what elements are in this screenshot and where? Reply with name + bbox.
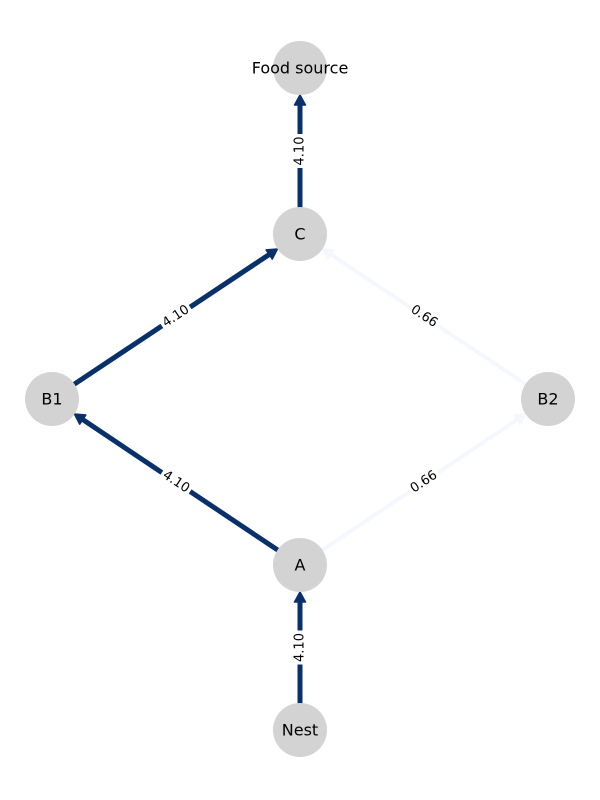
node-circle	[25, 372, 79, 426]
arrowhead-C-to-food	[293, 94, 307, 106]
node-c: C	[273, 207, 327, 261]
edge-label-background	[404, 299, 444, 334]
node-circle	[273, 207, 327, 261]
node-b1: B1	[25, 372, 79, 426]
arrowhead-B2-to-C	[321, 248, 335, 260]
edge-weight-label: 4.10	[291, 134, 309, 168]
edge-label-background	[156, 465, 196, 499]
node-circle	[273, 703, 327, 757]
edge-weight-label: 0.66	[404, 465, 444, 499]
edge-label-background	[404, 465, 444, 499]
node-circle	[521, 372, 575, 426]
edge-label-background	[156, 299, 196, 334]
node-circle	[273, 41, 327, 95]
edge-labels-layer: 4.104.104.104.100.660.66	[156, 134, 444, 665]
arrowhead-B1-to-C	[265, 248, 279, 260]
edge-label-background	[291, 134, 309, 168]
edge-label-background	[291, 630, 309, 665]
node-label: B2	[537, 390, 558, 409]
node-label: C	[294, 225, 305, 244]
node-b2: B2	[521, 372, 575, 426]
node-a: A	[273, 538, 327, 592]
node-label: A	[295, 556, 306, 575]
node-label: Nest	[282, 721, 318, 740]
arrowhead-A-to-B2	[513, 413, 527, 425]
node-nest: Nest	[273, 703, 327, 757]
node-food: Food source	[252, 41, 349, 95]
edge-weight-text: 4.10	[293, 137, 308, 166]
edge-weight-label: 4.10	[291, 630, 309, 665]
edge-weight-text: 4.10	[293, 633, 308, 662]
node-circle	[273, 538, 327, 592]
edges-layer	[71, 98, 528, 706]
arrowheads-layer	[73, 94, 527, 603]
edge-weight-label: 0.66	[404, 299, 444, 334]
node-label: Food source	[252, 59, 349, 78]
arrowhead-nest-to-A	[293, 591, 307, 603]
arrowhead-A-to-B1	[73, 413, 87, 425]
node-label: B1	[41, 390, 62, 409]
